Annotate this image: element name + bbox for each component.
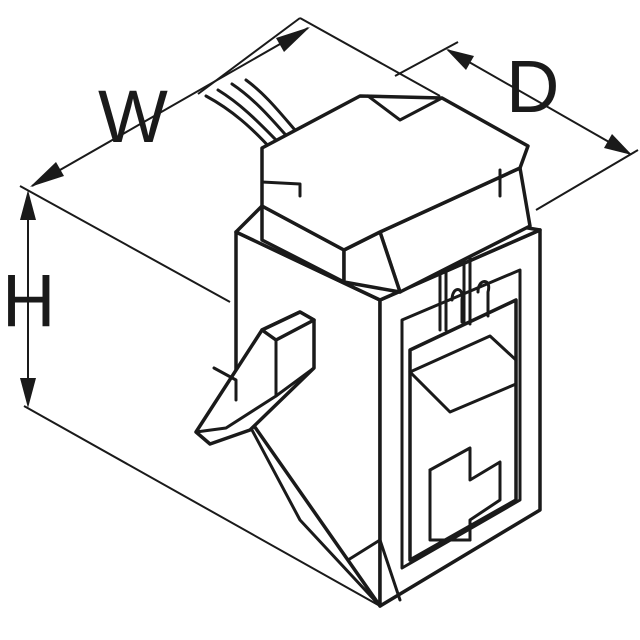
depth-dimension: D bbox=[394, 41, 639, 211]
depth-label: D bbox=[506, 45, 559, 128]
plug-key-slot bbox=[428, 446, 502, 542]
plug-opening bbox=[408, 298, 518, 562]
latch-tab bbox=[194, 310, 316, 446]
depth-extension-line-front bbox=[535, 149, 639, 211]
jack-body bbox=[234, 204, 542, 608]
height-arrowhead-top bbox=[20, 190, 36, 220]
latch-tab-underside bbox=[194, 394, 278, 434]
top-cap bbox=[260, 94, 532, 294]
width-arrowhead-left bbox=[30, 162, 64, 187]
height-extension-line-bottom bbox=[23, 405, 381, 607]
depth-dimension-line bbox=[447, 49, 631, 155]
wire-1 bbox=[204, 94, 274, 152]
cap-raised-edge-left bbox=[260, 146, 302, 198]
height-label: H bbox=[2, 259, 55, 342]
contact-spring-2 bbox=[476, 280, 491, 318]
height-arrowhead-bottom bbox=[20, 378, 36, 408]
latch-tab-top bbox=[260, 310, 316, 342]
body-bottom-chamfer bbox=[234, 398, 382, 608]
width-label: W bbox=[98, 75, 168, 158]
width-arrowhead-right bbox=[276, 27, 310, 52]
depth-arrowhead-back bbox=[446, 49, 474, 70]
width-extension-line-left bbox=[19, 185, 231, 303]
plug-opening-top-ledge bbox=[408, 334, 518, 374]
cap-top-face bbox=[260, 94, 530, 252]
cap-rear-notch bbox=[366, 94, 444, 122]
width-dimension: W bbox=[19, 17, 441, 303]
height-dimension: H bbox=[2, 190, 381, 607]
width-dimension-line bbox=[31, 27, 309, 187]
depth-extension-line-back bbox=[394, 41, 459, 77]
plug-opening-inner-wall bbox=[408, 370, 518, 414]
front-face-rim bbox=[400, 268, 522, 570]
contact-spring-1 bbox=[450, 288, 464, 324]
plug-key-slot-base bbox=[428, 468, 472, 542]
latch-tab-hinge bbox=[212, 366, 238, 402]
width-extension-line-right bbox=[299, 17, 441, 97]
depth-arrowhead-front bbox=[604, 134, 632, 155]
